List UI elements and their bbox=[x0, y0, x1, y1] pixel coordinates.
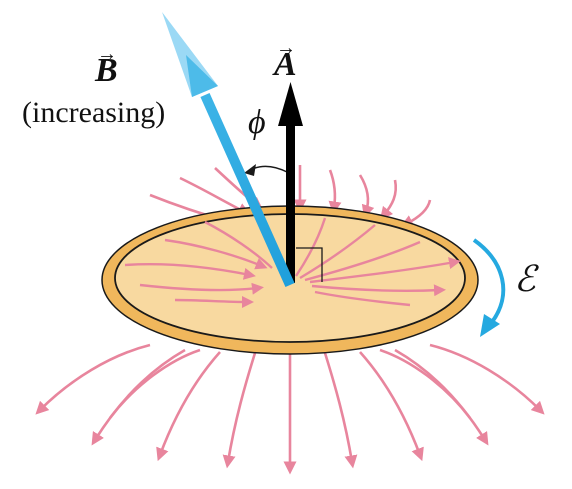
angle-label: ϕ bbox=[248, 104, 266, 141]
emf-arrow bbox=[472, 238, 506, 337]
emf-label: ℰ bbox=[514, 259, 536, 299]
increasing-label: (increasing) bbox=[22, 96, 166, 129]
vector-b-text: B bbox=[95, 52, 118, 89]
field-lines-below bbox=[35, 343, 545, 475]
area-vector-a bbox=[278, 82, 303, 283]
vector-a-arrow-glyph: → bbox=[276, 37, 296, 59]
vector-b-arrow-glyph: → bbox=[97, 43, 117, 65]
angle-arc bbox=[244, 164, 288, 176]
vector-a-text: A bbox=[274, 46, 297, 83]
right-angle-marker bbox=[296, 247, 323, 282]
vector-b-label: → B bbox=[95, 44, 118, 89]
field-vector-b bbox=[162, 12, 295, 288]
vector-a-label: → A bbox=[274, 38, 297, 83]
